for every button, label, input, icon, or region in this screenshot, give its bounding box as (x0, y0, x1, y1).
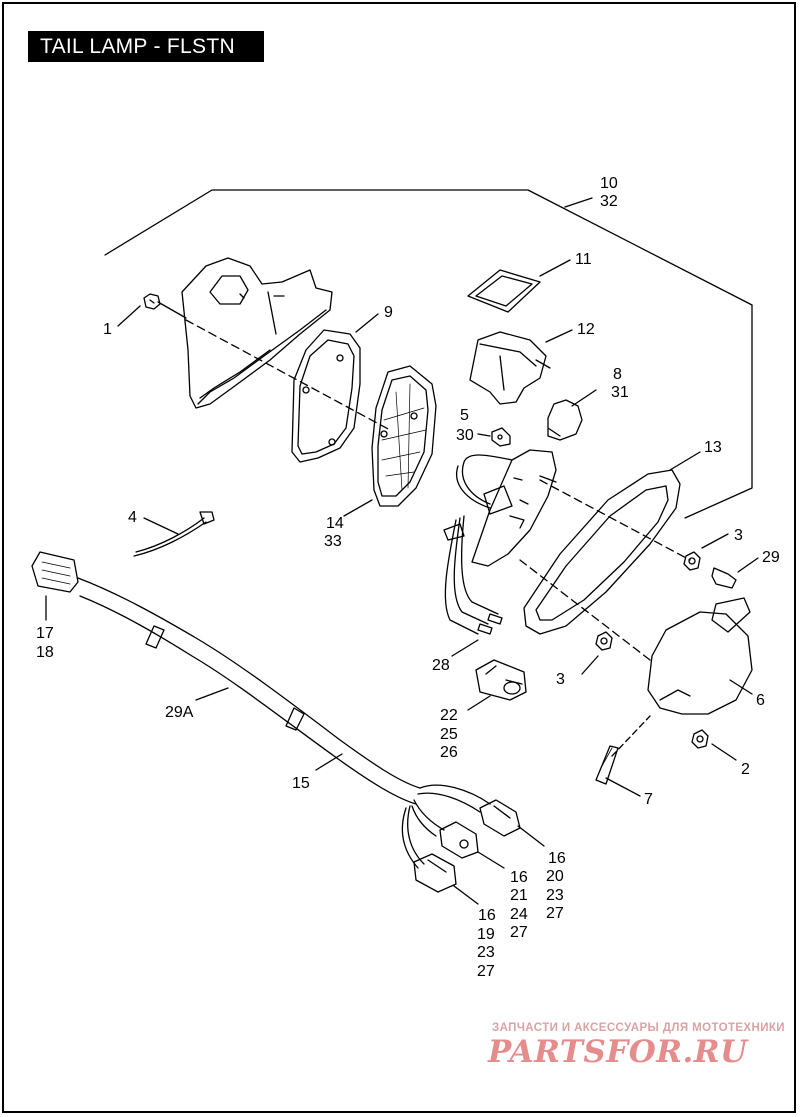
callout-3-upper: 3 (734, 527, 743, 544)
callout-29a: 29A (165, 704, 194, 721)
callout-2: 2 (741, 761, 750, 778)
callout-12: 12 (577, 321, 595, 338)
watermark-tagline: ЗАПЧАСТИ И АКСЕССУАРЫ ДЛЯ МОТОТЕХНИКИ (492, 1022, 785, 1034)
dashed-axis (185, 319, 391, 431)
leader-line (343, 499, 373, 517)
leader-line (117, 305, 141, 327)
leader-line (669, 451, 701, 471)
lens-part-14 (371, 365, 437, 507)
reflector-part-12 (469, 331, 551, 405)
terminal-part-5 (491, 427, 511, 447)
tail-lamp-housing (181, 257, 333, 409)
callout-4: 4 (128, 509, 137, 526)
leader-line (477, 851, 505, 869)
callout-9: 9 (384, 304, 393, 321)
callout-7: 7 (644, 791, 653, 808)
callout-1: 1 (103, 321, 112, 338)
leader-line (453, 885, 479, 905)
lens-window-part-11 (467, 269, 541, 313)
callout-15: 15 (292, 775, 310, 792)
nut-part-2 (691, 729, 709, 749)
connector-part-16-upper (479, 799, 521, 837)
leader-line (539, 259, 571, 277)
leader-line (729, 679, 753, 695)
callout-28: 28 (432, 657, 450, 674)
connector-part-16-middle (439, 821, 479, 859)
dashed-axis (611, 715, 651, 757)
nut-part-3-upper (683, 551, 701, 571)
nut-part-3-lower (595, 631, 613, 651)
leader-line (355, 313, 379, 333)
gasket-part-9 (291, 329, 361, 463)
leader-line (143, 517, 179, 535)
leader-line (467, 695, 491, 711)
wiring-harness-part-15 (77, 577, 491, 869)
leader-line (315, 753, 343, 771)
callout-29: 29 (762, 549, 780, 566)
cover-part-6 (647, 597, 753, 715)
dashed-axis (519, 559, 651, 661)
leader-line (564, 197, 593, 208)
connector-part-17 (31, 551, 79, 593)
assembly-bracket-line (104, 189, 753, 519)
page-title: TAIL LAMP - FLSTN (28, 31, 264, 62)
leader-line (477, 433, 491, 437)
bulb-socket-bracket (471, 449, 557, 567)
cap-part-29 (711, 567, 737, 589)
dashed-axis (539, 479, 691, 561)
leader-line (605, 777, 641, 797)
leader-line (737, 557, 759, 573)
callout-13: 13 (704, 439, 722, 456)
callout-6: 6 (756, 692, 765, 709)
leader-line (701, 533, 729, 549)
gasket-part-13 (523, 469, 681, 635)
wire-bundle-part-28 (443, 454, 513, 635)
callout-11: 11 (575, 251, 592, 268)
connector-part-16-lower (413, 853, 457, 893)
leader-line (195, 687, 229, 701)
leader-line (517, 825, 545, 847)
screw-part-1 (143, 293, 187, 319)
watermark-logo: PartsFor.ru (488, 1034, 748, 1070)
cable-tie-part-4 (133, 511, 215, 557)
leader-line (545, 329, 573, 343)
leader-line (581, 655, 599, 675)
insert-part-7 (595, 745, 619, 785)
bulb-part-8 (547, 399, 583, 441)
callout-3-lower: 3 (556, 671, 565, 688)
connector-part-22 (475, 659, 527, 701)
leader-line (711, 743, 737, 761)
leader-line (451, 639, 479, 657)
leader-line (571, 389, 597, 407)
